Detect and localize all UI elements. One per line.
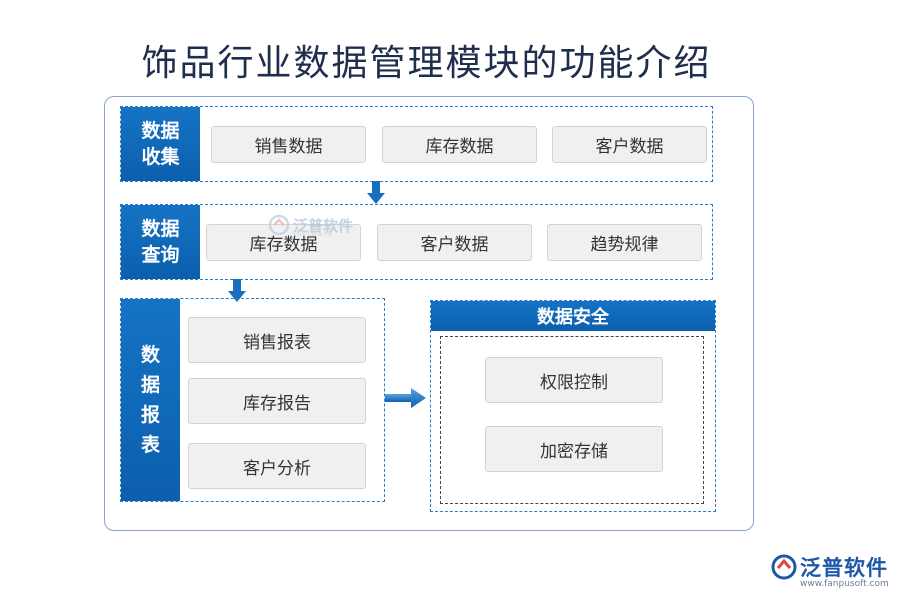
report-item-inventory: 库存报告 <box>188 378 366 424</box>
diagram-frame <box>104 96 754 531</box>
brand-logo: 泛普软件 www.fanpusoft.com <box>770 552 889 589</box>
watermark: 泛普软件 SOFTWARE <box>268 214 354 238</box>
collect-label: 数据 收集 <box>121 107 200 181</box>
report-label-char1: 数 <box>140 344 160 366</box>
arrow-down-icon <box>367 181 385 204</box>
report-group <box>120 298 385 502</box>
collect-item-customer: 客户数据 <box>552 126 707 163</box>
query-label-line2: 查询 <box>141 244 180 266</box>
collect-label-line1: 数据 <box>141 120 180 142</box>
report-item-customer: 客户分析 <box>188 443 366 489</box>
query-item-trend: 趋势规律 <box>547 224 702 261</box>
collect-item-sales: 销售数据 <box>211 126 366 163</box>
page-title: 饰品行业数据管理模块的功能介绍 <box>141 43 712 84</box>
arrow-right-icon <box>385 388 426 408</box>
collect-item-inventory: 库存数据 <box>382 126 537 163</box>
query-item-customer: 客户数据 <box>377 224 532 261</box>
query-item-inventory: 库存数据 <box>206 224 361 261</box>
collect-label-line2: 收集 <box>141 146 180 168</box>
report-label-char2: 据 <box>140 374 160 396</box>
report-item-sales: 销售报表 <box>188 317 366 363</box>
security-group <box>430 300 716 512</box>
security-inner-frame <box>440 336 704 504</box>
report-label: 数 据 报 表 <box>121 299 180 501</box>
report-label-char3: 报 <box>140 404 160 426</box>
security-title: 数据安全 <box>431 301 715 331</box>
query-group <box>120 204 713 280</box>
brand-logo-icon <box>771 554 797 580</box>
arrow-down-icon <box>228 279 246 302</box>
watermark-logo-icon <box>268 214 290 236</box>
security-item-encryption: 加密存储 <box>485 426 663 472</box>
query-label: 数据 查询 <box>121 205 200 279</box>
report-label-char4: 表 <box>140 434 160 456</box>
security-item-permission: 权限控制 <box>485 357 663 403</box>
collect-group <box>120 106 713 182</box>
watermark-text: 泛普软件 <box>293 216 354 235</box>
brand-name: 泛普软件 <box>800 556 888 580</box>
brand-url: www.fanpusoft.com <box>800 579 889 589</box>
watermark-sub: SOFTWARE <box>292 231 334 238</box>
query-label-line1: 数据 <box>141 218 180 240</box>
